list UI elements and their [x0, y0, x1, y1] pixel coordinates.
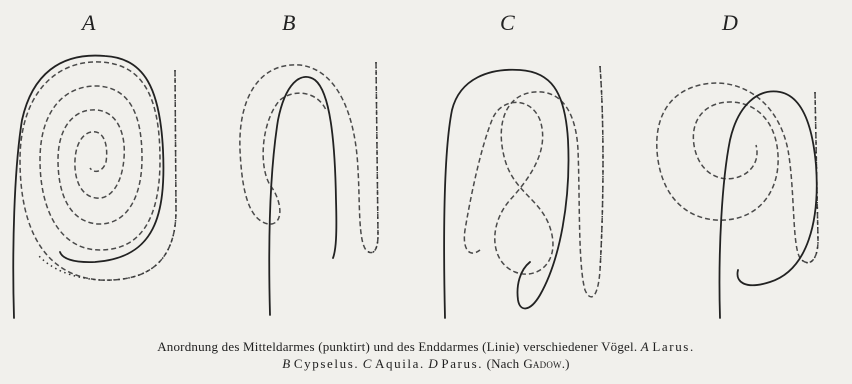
- hindgut-b: [269, 77, 336, 315]
- caption-source-name: Gadow: [523, 356, 561, 371]
- midgut-a: [20, 62, 176, 280]
- panel-label-a: A: [80, 10, 96, 35]
- caption-description: Anordnung des Mitteldarmes (punktirt) un…: [157, 339, 637, 354]
- panel-label-b: B: [282, 10, 295, 35]
- panel-c: C: [444, 10, 603, 318]
- caption-a-letter: A: [641, 339, 649, 354]
- figure-caption: Anordnung des Mitteldarmes (punktirt) un…: [0, 338, 852, 372]
- midgut-c-tick: [600, 66, 603, 270]
- panel-label-d: D: [721, 10, 738, 35]
- caption-b-letter: B: [282, 356, 290, 371]
- midgut-c: [464, 66, 603, 297]
- caption-c-name: Aquila.: [375, 356, 425, 371]
- hindgut-c: [444, 70, 568, 318]
- caption-source-pre: (Nach: [487, 356, 520, 371]
- panel-b: B: [240, 10, 378, 315]
- panel-a: A: [13, 10, 176, 318]
- caption-b-name: Cypselus.: [294, 356, 359, 371]
- midgut-d: [657, 83, 818, 263]
- hindgut-d: [719, 91, 816, 318]
- panel-label-c: C: [500, 10, 515, 35]
- caption-c-letter: C: [363, 356, 372, 371]
- caption-a-name: Larus.: [652, 339, 694, 354]
- panel-d: D: [657, 10, 818, 318]
- caption-source-post: .): [562, 356, 570, 371]
- caption-d-letter: D: [428, 356, 438, 371]
- caption-d-name: Parus.: [441, 356, 483, 371]
- midgut-b: [240, 62, 378, 253]
- caption-line-1: Anordnung des Mitteldarmes (punktirt) un…: [0, 338, 852, 355]
